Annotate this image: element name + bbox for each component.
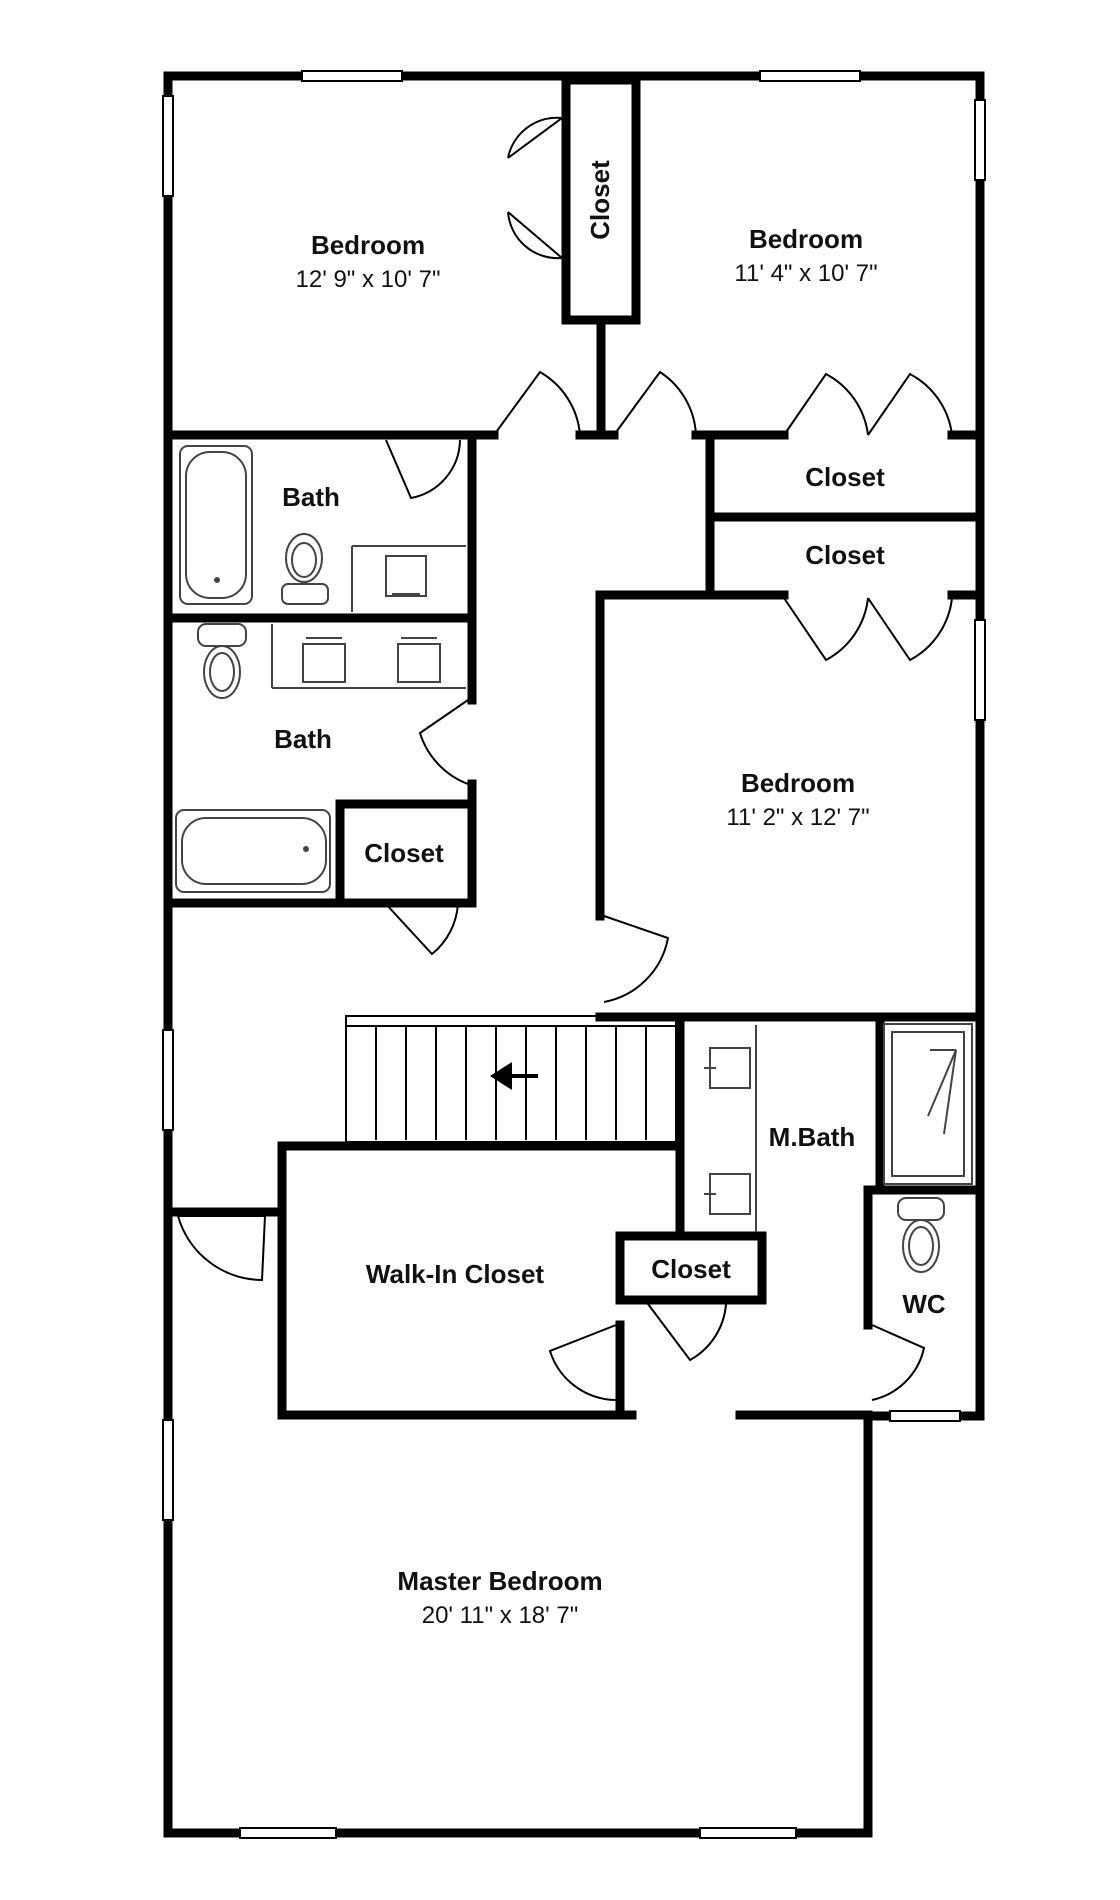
window-wc-bottom [889, 1410, 961, 1422]
toilet-icon [897, 1197, 945, 1273]
room-dims-bedroom-east: 11' 2" x 12' 7" [726, 804, 869, 831]
door-swing-icon [177, 1215, 267, 1282]
bathtub-icon [175, 809, 331, 893]
window-right-2 [974, 619, 986, 721]
door-swing-icon [507, 211, 563, 260]
stairs-outline [345, 1015, 677, 1143]
door-swing-icon [385, 439, 461, 500]
room-name-master-bath: M.Bath [769, 1122, 856, 1152]
room-dims-bedroom-ne: 11' 4" x 10' 7" [734, 260, 877, 287]
window-ne-top [759, 70, 861, 82]
door-swing-icon [867, 372, 953, 436]
door-swing-icon [548, 1324, 617, 1401]
door-swing-icon [867, 597, 953, 662]
fixtures [175, 445, 973, 1273]
door-swing-icon [647, 1303, 727, 1362]
sink-icon [271, 624, 466, 689]
window-left-2 [162, 1029, 174, 1131]
room-name-bedroom-east: Bedroom [741, 768, 855, 798]
room-name-walk-in-closet: Walk-In Closet [366, 1259, 545, 1289]
window-left-1 [162, 95, 174, 197]
room-labels: Bedroom 12' 9" x 10' 7" Closet Bedroom 1… [274, 160, 946, 1629]
door-swing-icon [384, 902, 459, 956]
room-name-closet-top: Closet [585, 160, 615, 240]
room-name-closet-bath: Closet [364, 838, 444, 868]
room-name-wc: WC [902, 1289, 946, 1319]
room-dims-master-bedroom: 20' 11" x 18' 7" [422, 1602, 579, 1629]
room-name-bedroom-nw: Bedroom [311, 230, 425, 260]
room-name-bedroom-ne: Bedroom [749, 224, 863, 254]
window-nw-top [301, 70, 403, 82]
door-swing-icon [418, 699, 469, 785]
room-name-closet-small: Closet [651, 1254, 731, 1284]
door-swing-icon [783, 597, 869, 662]
door-swing-icon [603, 915, 670, 1003]
toilet-icon [281, 533, 329, 605]
toilet-icon [197, 623, 247, 699]
door-swing-icon [613, 370, 697, 436]
closet-small-walls [615, 1231, 767, 1305]
room-name-bath-lower: Bath [274, 724, 332, 754]
windows [162, 70, 986, 1839]
window-left-3 [162, 1419, 174, 1521]
sink-icon [704, 1025, 757, 1232]
room-name-closet-right-1: Closet [805, 462, 885, 492]
door-swing-icon [783, 372, 869, 436]
window-right-1 [974, 99, 986, 181]
doors [177, 116, 953, 1401]
sink-icon [351, 545, 466, 612]
window-bottom-2 [699, 1827, 797, 1839]
window-bottom-1 [239, 1827, 337, 1839]
arrow-left-icon [490, 1062, 538, 1090]
shower-icon [883, 1023, 973, 1185]
bathtub-icon [179, 445, 253, 605]
door-swing-icon [871, 1324, 926, 1401]
door-swing-icon [493, 370, 581, 436]
door-swing-icon [507, 116, 563, 159]
room-name-master-bedroom: Master Bedroom [397, 1566, 602, 1596]
room-dims-bedroom-nw: 12' 9" x 10' 7" [296, 266, 441, 293]
stairs [345, 1015, 677, 1143]
closet-bath-walls [335, 799, 477, 908]
room-name-closet-right-2: Closet [805, 540, 885, 570]
room-name-bath-upper: Bath [282, 482, 340, 512]
